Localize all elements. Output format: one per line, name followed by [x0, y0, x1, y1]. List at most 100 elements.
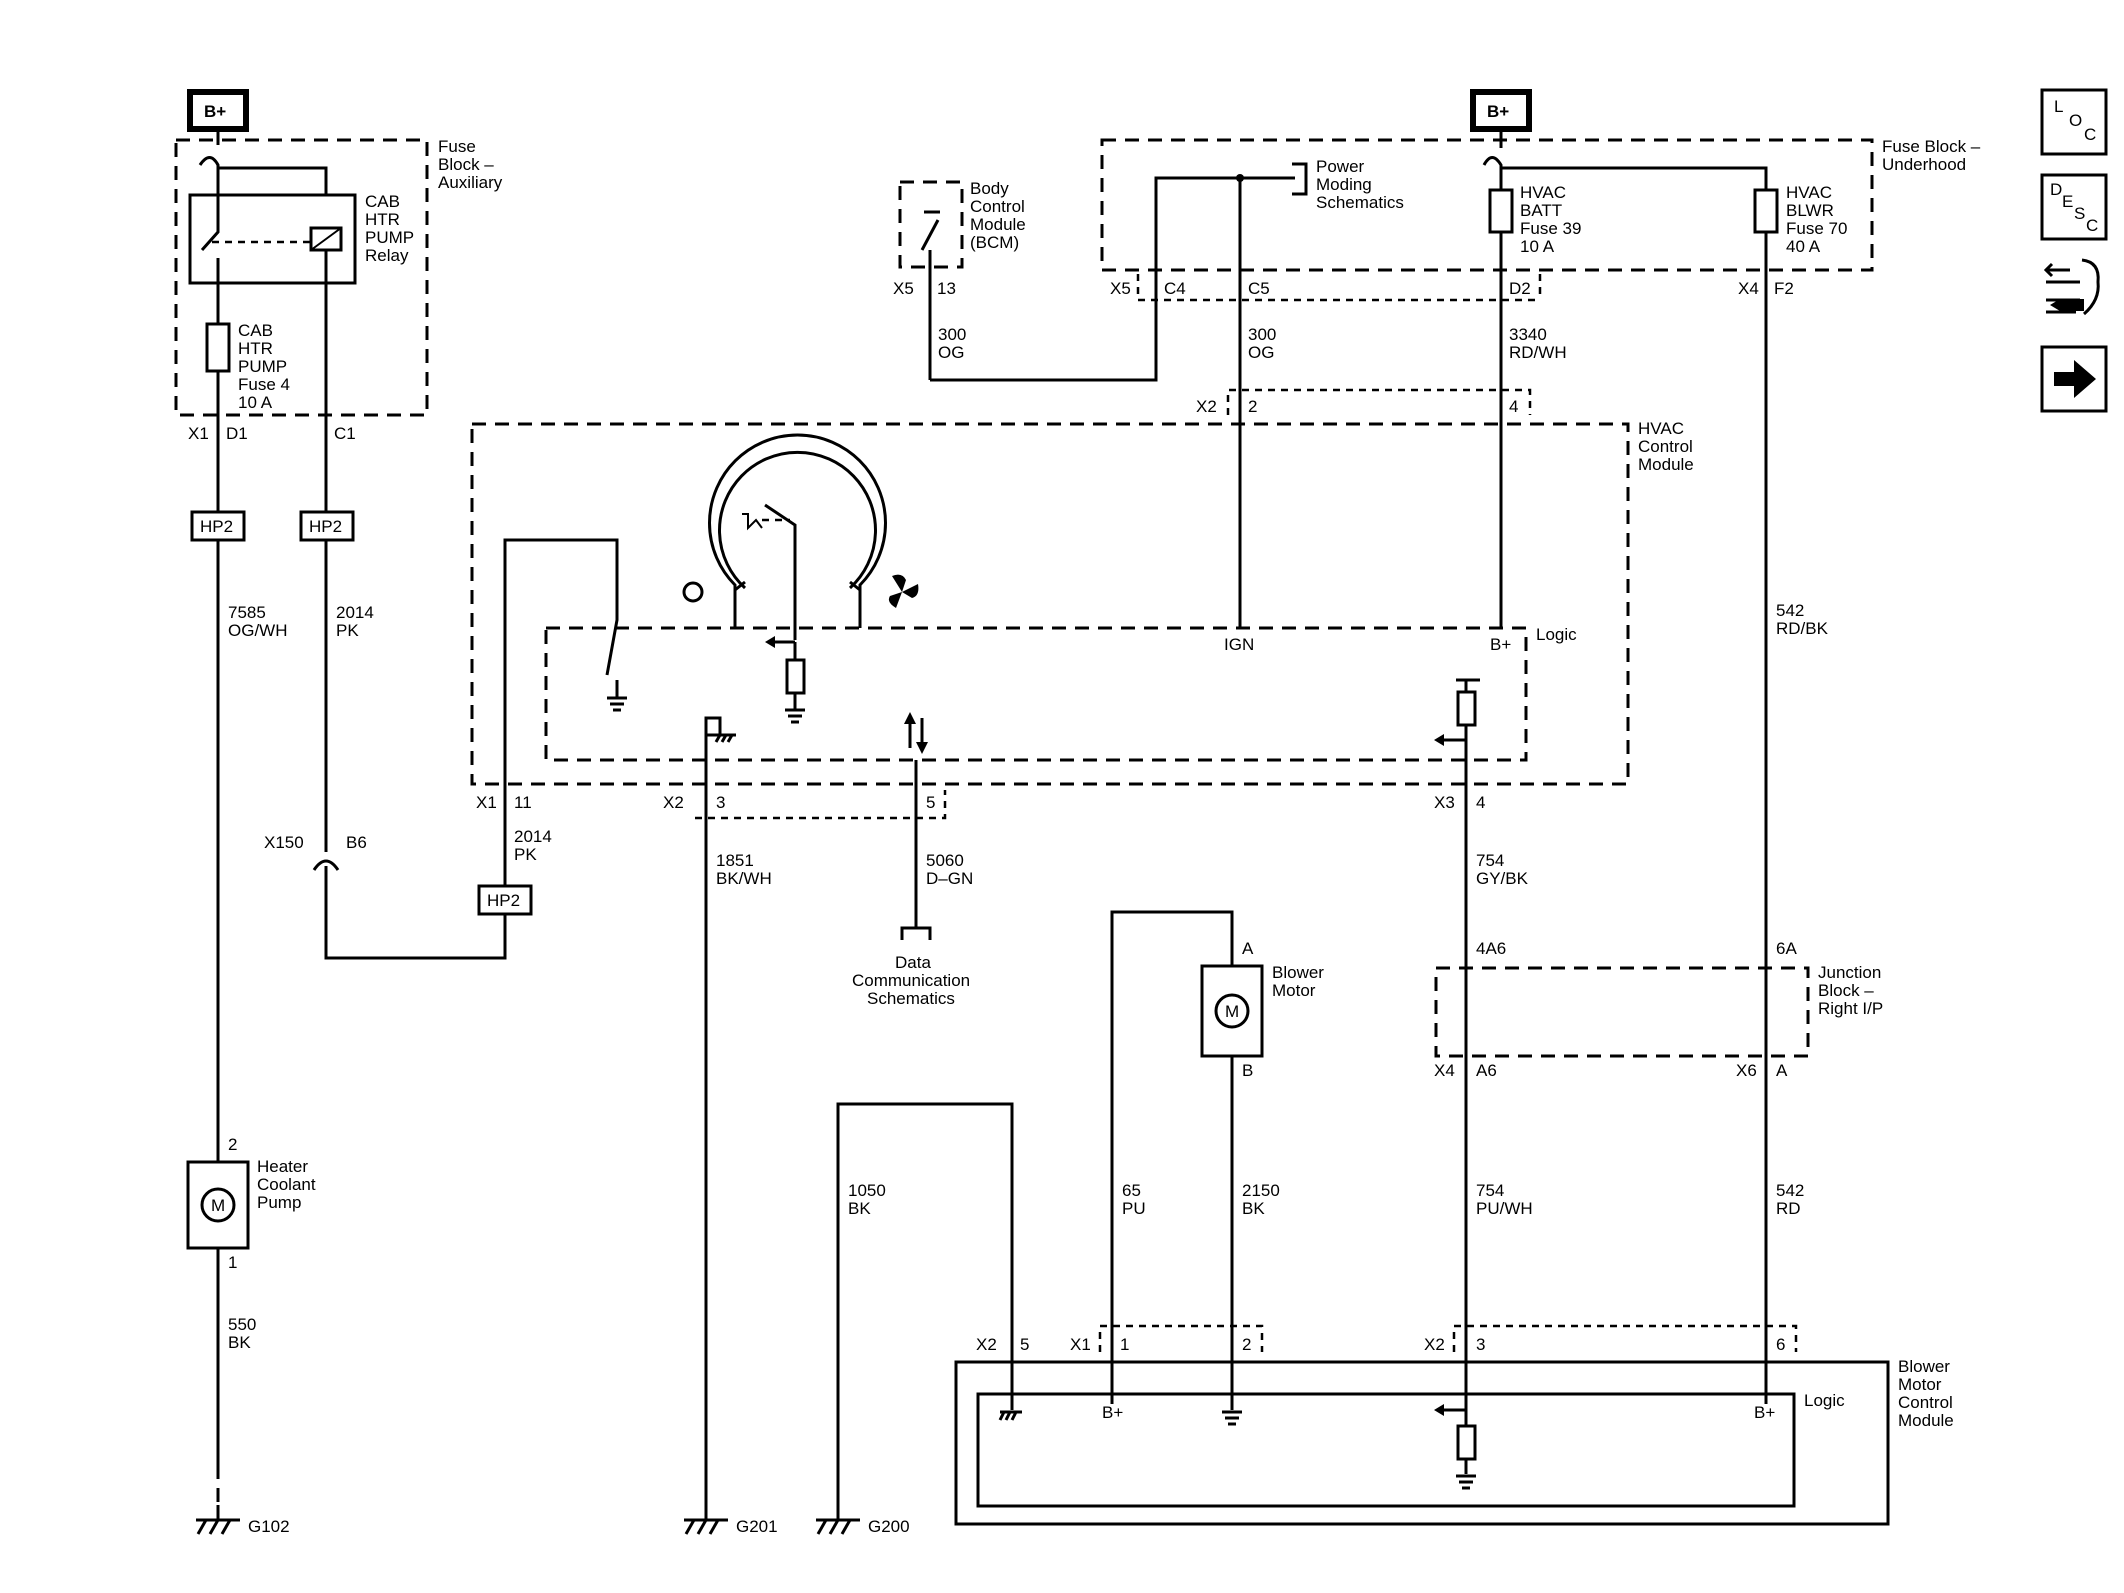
loc-letter-c: C	[2084, 125, 2096, 144]
wire-550-color: BK	[228, 1333, 251, 1352]
data-comm-label-3: Schematics	[867, 989, 955, 1008]
hvac-x2-top: X2	[1196, 397, 1217, 416]
hvac-label-3: Module	[1638, 455, 1694, 474]
desc-letter-e: E	[2062, 192, 2073, 211]
wire-542b-color: RD	[1776, 1199, 1801, 1218]
power-moding-label-1: Power	[1316, 157, 1365, 176]
hvac-pin-2: 2	[1248, 397, 1257, 416]
fuse-block-auxiliary	[174, 138, 429, 417]
signal-ground-icon-bmcm-1	[1222, 1410, 1242, 1426]
wire-2014-num: 2014	[336, 603, 374, 622]
wire-3340-num: 3340	[1509, 325, 1547, 344]
junction-block-right-ip	[1434, 966, 1810, 1058]
x150-pin: B6	[346, 833, 367, 852]
wire-300a-num: 300	[938, 325, 966, 344]
relay-label-1: CAB	[365, 192, 400, 211]
fbuh-x4: X4	[1738, 279, 1759, 298]
hvac-x1: X1	[476, 793, 497, 812]
fbuh-c4: C4	[1164, 279, 1186, 298]
jb-x4: X4	[1434, 1061, 1455, 1080]
wire-5060-num: 5060	[926, 851, 964, 870]
fuse70-label-3: Fuse 70	[1786, 219, 1847, 238]
bmcm-p2: 2	[1242, 1335, 1251, 1354]
hp2-splice-left: HP2	[190, 510, 246, 542]
data-comm-label-1: Data	[895, 953, 931, 972]
jb-a: A	[1776, 1061, 1788, 1080]
wire-3340-color: RD/WH	[1509, 343, 1567, 362]
blower-label-1: Blower	[1272, 963, 1324, 982]
jb-label-3: Right I/P	[1818, 999, 1883, 1018]
fuse4-label-3: PUMP	[238, 357, 287, 376]
bmcm-p3: 3	[1476, 1335, 1485, 1354]
bmcm-label-3: Control	[1898, 1393, 1953, 1412]
hvac-x3: X3	[1434, 793, 1455, 812]
jb-label-2: Block –	[1818, 981, 1874, 1000]
hvac-label-2: Control	[1638, 437, 1693, 456]
relay-label-4: Relay	[365, 246, 409, 265]
desc-letter-d: D	[2050, 180, 2062, 199]
fuse-block-aux-label-2: Block –	[438, 155, 494, 174]
loc-letter-l: L	[2054, 97, 2063, 116]
fuse-block-aux-label-3: Auxiliary	[438, 173, 503, 192]
bcm-label-1: Body	[970, 179, 1009, 198]
hvac-control-module	[470, 422, 1630, 786]
next-page-arrow-icon[interactable]	[2040, 345, 2108, 413]
loc-letter-o: O	[2069, 111, 2082, 130]
desc-letter-c: C	[2086, 216, 2098, 235]
heater-pump-label-1: Heater	[257, 1157, 308, 1176]
chassis-ground-icon-hvac	[714, 733, 736, 743]
fbuh-x5: X5	[1110, 279, 1131, 298]
wire-5060-color: D–GN	[926, 869, 973, 888]
bmcm-p1: 1	[1120, 1335, 1129, 1354]
jb-a6: A6	[1476, 1061, 1497, 1080]
wire-2150-num: 2150	[1242, 1181, 1280, 1200]
wire-1851-num: 1851	[716, 851, 754, 870]
wire-65-color: PU	[1122, 1199, 1146, 1218]
connector-tool-icon[interactable]	[2043, 258, 2100, 316]
heater-pump-motor-icon	[200, 1187, 236, 1223]
blower-motor-icon	[1214, 993, 1250, 1029]
chassis-ground-icon-bmcm	[998, 1410, 1022, 1421]
hvac-pin-5: 5	[926, 793, 935, 812]
blower-motor	[1200, 964, 1264, 1058]
hvac-batt-fuse-39	[1488, 188, 1514, 234]
bcm-label-4: (BCM)	[970, 233, 1019, 252]
bcm-x5: X5	[893, 279, 914, 298]
hvac-x2: X2	[663, 793, 684, 812]
ground-g200-icon	[816, 1505, 860, 1535]
blower-pin-a: A	[1242, 939, 1254, 958]
wire-1851-color: BK/WH	[716, 869, 772, 888]
description-button[interactable]: D E S C	[2040, 173, 2108, 241]
blower-pin-b: B	[1242, 1061, 1253, 1080]
serial-data-icon	[904, 712, 928, 754]
jb-6a: 6A	[1776, 939, 1797, 958]
wire-754a-color: GY/BK	[1476, 869, 1529, 888]
hvac-pin-4b: 4	[1476, 793, 1485, 812]
jb-x6: X6	[1736, 1061, 1757, 1080]
heater-pump-m: M	[211, 1196, 225, 1215]
wire-542a-num: 542	[1776, 601, 1804, 620]
blower-switch-dial-icon	[708, 433, 887, 590]
wire-2014b-num: 2014	[514, 827, 552, 846]
hvac-ign-label: IGN	[1224, 635, 1254, 654]
hvac-blwr-fuse-70	[1753, 188, 1779, 234]
ground-g201-label: G201	[736, 1517, 778, 1536]
power-moding-label-2: Moding	[1316, 175, 1372, 194]
wire-2014b-color: PK	[514, 845, 537, 864]
hvac-resistor-2	[1456, 690, 1477, 727]
bmcm-label-2: Motor	[1898, 1375, 1942, 1394]
bcm-pin-13: 13	[937, 279, 956, 298]
signal-ground-icon-bmcm-2	[1456, 1474, 1476, 1490]
x150-connector	[312, 859, 340, 871]
wire-300b-color: OG	[1248, 343, 1274, 362]
fuse-block-uh-label-1: Fuse Block –	[1882, 137, 1981, 156]
bmcm-bplus-1: B+	[1102, 1403, 1123, 1422]
fuse70-label-4: 40 A	[1786, 237, 1821, 256]
location-button[interactable]: L O C	[2040, 88, 2108, 156]
heater-pump-label-3: Pump	[257, 1193, 301, 1212]
fuse39-label-3: Fuse 39	[1520, 219, 1581, 238]
aux-pin-d1: D1	[226, 424, 248, 443]
fbuh-f2: F2	[1774, 279, 1794, 298]
body-control-module	[898, 180, 964, 269]
